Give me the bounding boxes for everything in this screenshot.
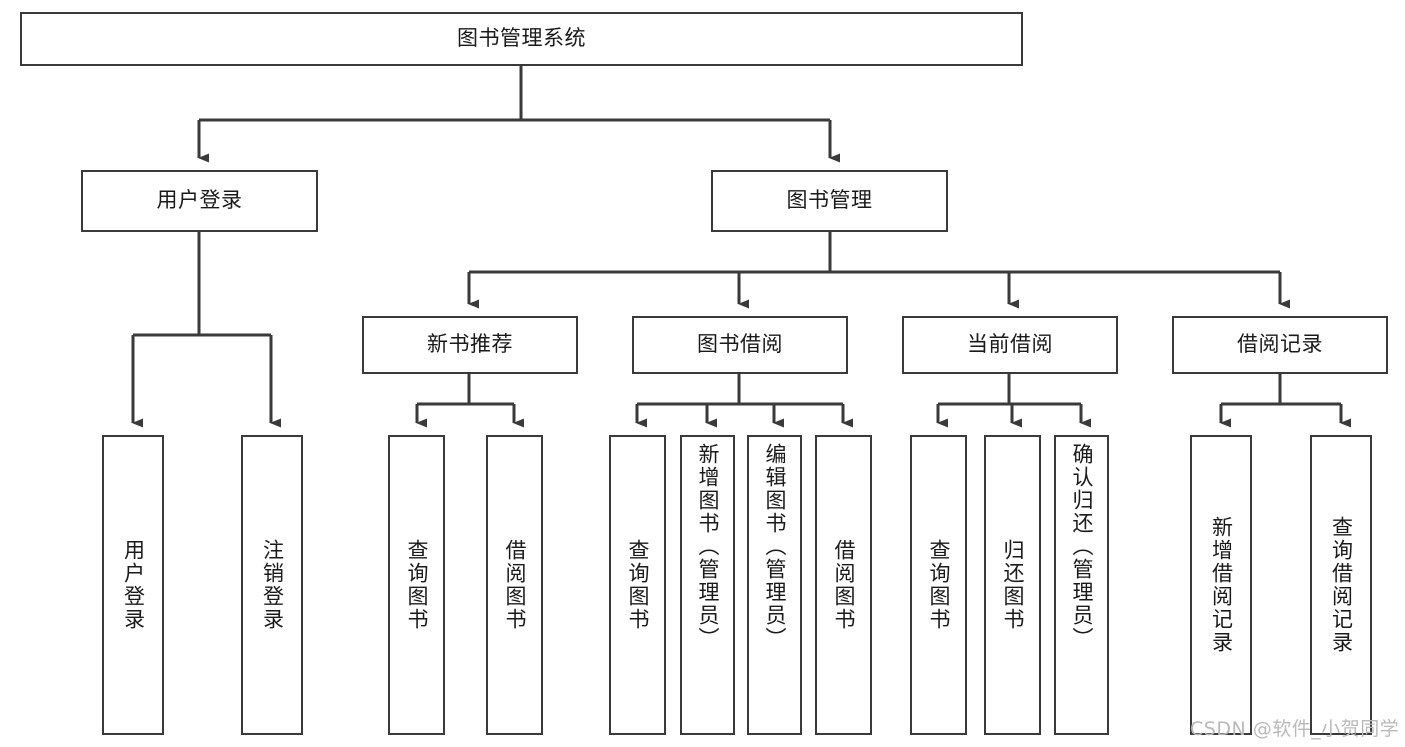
node-leaf-edit-book-label: 编辑图书（管理员） — [762, 443, 787, 650]
node-leaf-confirm-return-label: 确认归还（管理员） — [1069, 443, 1094, 650]
node-leaf-query-record-label: 查询借阅记录 — [1329, 516, 1354, 654]
node-root-title[interactable]: 图书管理系统 — [20, 12, 1023, 66]
node-leaf-borrow-book-2-label: 借阅图书 — [831, 539, 856, 631]
node-leaf-add-record[interactable]: 新增借阅记录 — [1190, 435, 1252, 735]
node-leaf-add-book[interactable]: 新增图书（管理员） — [680, 435, 735, 735]
node-leaf-edit-book[interactable]: 编辑图书（管理员） — [747, 435, 802, 735]
node-leaf-query-book-2[interactable]: 查询图书 — [609, 435, 666, 735]
node-book-manage-label: 图书管理 — [786, 188, 873, 213]
node-leaf-query-book-3-label: 查询图书 — [926, 539, 951, 631]
node-book-manage[interactable]: 图书管理 — [711, 170, 948, 232]
node-leaf-query-book-1-label: 查询图书 — [404, 539, 429, 631]
node-leaf-logout[interactable]: 注销登录 — [241, 435, 303, 735]
node-leaf-user-login[interactable]: 用户登录 — [102, 435, 164, 735]
node-leaf-return-book-label: 归还图书 — [1000, 539, 1025, 631]
node-current-borrow[interactable]: 当前借阅 — [902, 316, 1118, 374]
node-user-login-label: 用户登录 — [156, 188, 243, 213]
node-leaf-confirm-return[interactable]: 确认归还（管理员） — [1054, 435, 1109, 735]
node-root-label: 图书管理系统 — [457, 26, 586, 51]
node-leaf-borrow-book-2[interactable]: 借阅图书 — [815, 435, 872, 735]
node-user-login[interactable]: 用户登录 — [81, 170, 318, 232]
node-leaf-user-login-label: 用户登录 — [121, 539, 146, 631]
node-borrow-record[interactable]: 借阅记录 — [1172, 316, 1388, 374]
node-book-borrow-label: 图书借阅 — [697, 332, 783, 357]
node-leaf-borrow-book-1-label: 借阅图书 — [502, 539, 527, 631]
node-current-borrow-label: 当前借阅 — [967, 332, 1053, 357]
node-leaf-borrow-book-1[interactable]: 借阅图书 — [486, 435, 543, 735]
node-leaf-add-book-label: 新增图书（管理员） — [695, 443, 720, 650]
node-leaf-query-record[interactable]: 查询借阅记录 — [1310, 435, 1372, 735]
node-book-borrow[interactable]: 图书借阅 — [632, 316, 848, 374]
node-new-book-rec[interactable]: 新书推荐 — [362, 316, 578, 374]
node-borrow-record-label: 借阅记录 — [1237, 332, 1323, 357]
node-new-book-rec-label: 新书推荐 — [427, 332, 513, 357]
node-leaf-add-record-label: 新增借阅记录 — [1209, 516, 1234, 654]
node-leaf-query-book-2-label: 查询图书 — [625, 539, 650, 631]
csdn-watermark: CSDN @软件_小贺同学 — [1190, 718, 1400, 740]
node-leaf-query-book-1[interactable]: 查询图书 — [388, 435, 445, 735]
node-leaf-return-book[interactable]: 归还图书 — [984, 435, 1041, 735]
node-leaf-logout-label: 注销登录 — [260, 539, 285, 631]
node-leaf-query-book-3[interactable]: 查询图书 — [910, 435, 967, 735]
